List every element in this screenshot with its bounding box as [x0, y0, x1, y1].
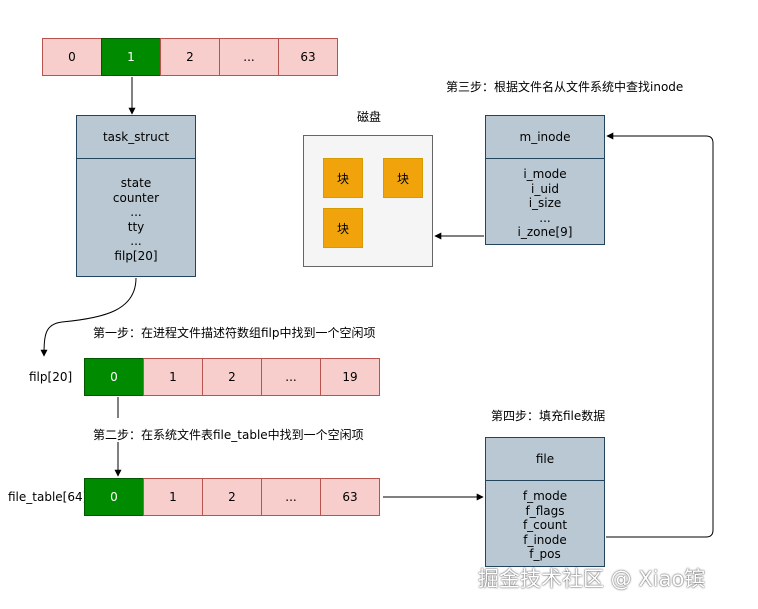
task-array-cell: 63 [278, 38, 338, 76]
task-struct-field: counter [112, 190, 160, 205]
task-array-cell: 0 [42, 38, 102, 76]
file-table-cell: ... [261, 478, 321, 516]
file-field: f_flags [525, 503, 565, 518]
file-field: f_pos [529, 547, 561, 561]
step4-label: 第四步：填充file数据 [491, 409, 606, 423]
arrow-struct-to-filp [40, 277, 137, 357]
m-inode-field: ... [539, 210, 551, 225]
file-fields: f_mode f_flags f_count f_inode f_pos [486, 481, 604, 562]
task-struct-title: task_struct [77, 116, 195, 159]
file-field: f_inode [523, 532, 567, 547]
file-box: file f_mode f_flags f_count f_inode f_po… [485, 437, 605, 567]
task-struct-field: ... [130, 205, 142, 219]
watermark: 掘金技术社区 @ Xiao镔 [478, 567, 706, 591]
disk-block: 块 [323, 158, 363, 198]
task-struct-box: task_struct state counter ... tty ... fi… [76, 115, 196, 277]
task-struct-fields: state counter ... tty ... filp[20] [77, 159, 195, 263]
file-title: file [486, 438, 604, 481]
task-struct-field: state [120, 176, 152, 190]
filp-cell: ... [261, 358, 321, 396]
m-inode-title: m_inode [486, 116, 604, 159]
arrow-file-to-inode [606, 132, 714, 538]
filp-array: 0 1 2 ... 19 [84, 358, 380, 396]
step1-label: 第一步：在进程文件描述符数组filp中找到一个空闲项 [93, 326, 376, 340]
m-inode-field: i_mode [523, 167, 567, 181]
file-table-label: file_table[64] [8, 490, 88, 504]
task-struct-field: filp[20] [114, 248, 158, 263]
m-inode-fields: i_mode i_uid i_size ... i_zone[9] [486, 159, 604, 240]
disk-label: 磁盘 [357, 110, 382, 124]
file-table-cell: 63 [320, 478, 380, 516]
m-inode-field: i_zone[9] [517, 225, 573, 239]
file-field: f_mode [522, 489, 568, 503]
file-table-array: 0 1 2 ... 63 [84, 478, 380, 516]
task-struct-field: tty [127, 219, 145, 234]
m-inode-box: m_inode i_mode i_uid i_size ... i_zone[9… [485, 115, 605, 245]
disk-block: 块 [323, 208, 363, 248]
disk-block: 块 [383, 158, 423, 198]
step3-label: 第三步：根据文件名从文件系统中查找inode [446, 80, 684, 94]
m-inode-field: i_uid [531, 181, 559, 196]
task-struct-field: ... [130, 234, 142, 248]
task-array: 0 1 2 ... 63 [42, 38, 338, 76]
m-inode-field: i_size [528, 196, 562, 210]
task-array-cell-current: 1 [101, 38, 161, 76]
step2-label: 第二步：在系统文件表file_table中找到一个空闲项 [93, 428, 364, 442]
filp-label: filp[20] [29, 370, 73, 384]
file-field: f_count [522, 518, 568, 532]
filp-cell: 19 [320, 358, 380, 396]
disk-box: 块 块 块 [303, 135, 433, 267]
